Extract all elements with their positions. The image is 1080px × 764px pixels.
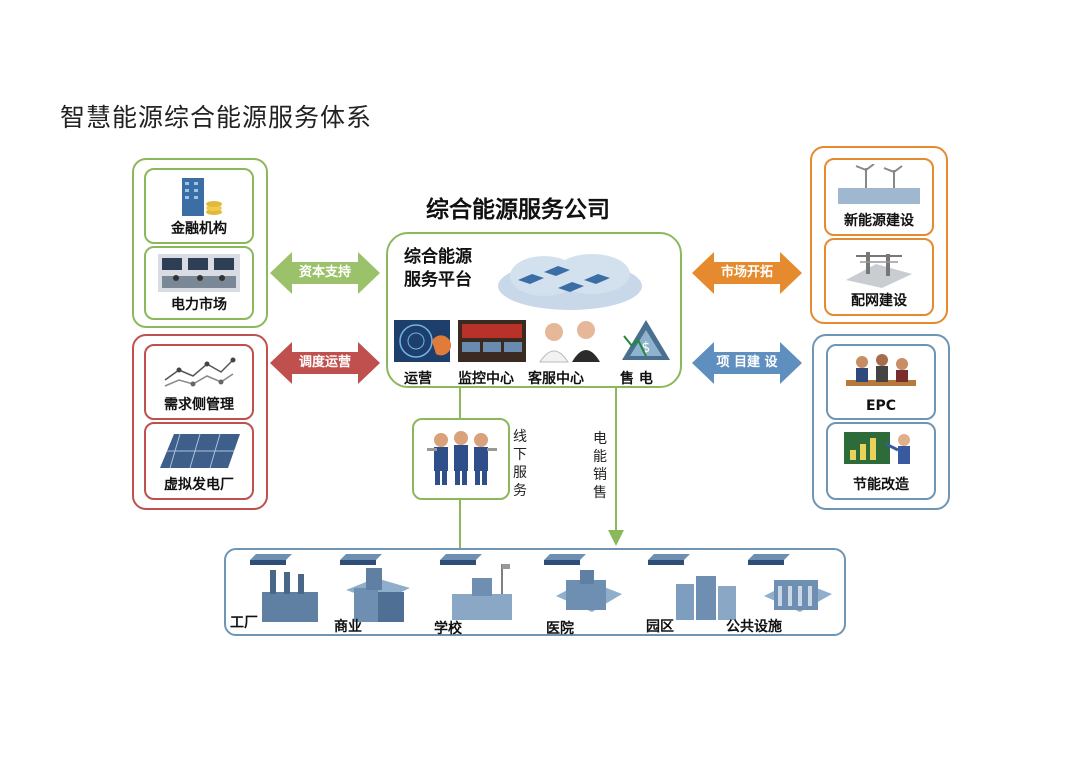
cloud-servers-icon — [498, 254, 642, 310]
card-label: 电力市场 — [171, 297, 227, 313]
arrow-label-capital-support: 资本支持 — [298, 265, 351, 280]
customer-buildings — [250, 554, 832, 622]
page-title: 智慧能源综合能源服务体系 — [60, 103, 373, 132]
arrow-label-project-construction: 项 目建 设 — [716, 355, 778, 370]
card-label: 金融机构 — [171, 221, 227, 237]
park-buildings-icon — [676, 576, 736, 620]
card-label: 新能源建设 — [844, 213, 914, 229]
bank-building-icon — [182, 178, 222, 216]
platform-item-operation[interactable]: 运营 — [404, 371, 432, 387]
platform-item-customer-service[interactable]: 客服中心 — [528, 371, 584, 387]
school-building-icon — [452, 564, 512, 620]
router-icon — [748, 554, 790, 565]
wind-solar-icon — [838, 164, 920, 204]
card-distribution-network-construction[interactable]: 配网建设 — [824, 238, 934, 316]
center-title: 综合能源服务公司 — [426, 197, 610, 223]
router-icon — [340, 554, 382, 565]
power-sales-label: 电能销售 — [593, 431, 607, 501]
substation-icon — [846, 252, 912, 288]
card-label: 需求侧管理 — [164, 397, 234, 413]
meeting-people-icon — [846, 354, 916, 386]
customer-label-public-facilities: 公共设施 — [726, 619, 782, 635]
offline-service-label: 线下服务 — [513, 429, 527, 499]
customer-service-icon — [539, 321, 600, 363]
card-label: EPC — [865, 398, 897, 414]
arrow-label-market-development: 市场开拓 — [720, 265, 773, 280]
card-energy-saving-retrofit[interactable]: 节能改造 — [826, 422, 936, 500]
monitoring-center-icon — [458, 320, 526, 362]
commercial-building-icon — [346, 568, 410, 622]
router-icon — [440, 554, 482, 565]
public-facility-icon — [764, 580, 832, 612]
card-label: 虚拟发电厂 — [164, 477, 234, 493]
card-label: 配网建设 — [851, 293, 907, 309]
router-icon — [250, 554, 292, 565]
card-epc[interactable]: EPC — [826, 344, 936, 420]
card-virtual-power-plant[interactable]: 虚拟发电厂 — [144, 422, 254, 500]
presentation-chart-icon — [844, 432, 910, 464]
arrow-project-construction — [692, 342, 802, 384]
customer-label-commercial: 商业 — [334, 619, 362, 635]
card-label: 节能改造 — [853, 477, 909, 493]
card-offline-service[interactable] — [412, 418, 510, 500]
arrow-label-dispatch-operation: 调度运营 — [298, 355, 351, 370]
arrow-market-development — [692, 252, 802, 294]
customer-label-school: 学校 — [434, 621, 462, 637]
factory-icon — [262, 570, 318, 622]
workers-icon — [427, 431, 497, 485]
arrow-capital-support — [270, 252, 380, 294]
router-icon — [544, 554, 586, 565]
customer-label-factory: 工厂 — [230, 615, 258, 631]
solar-panel-icon — [160, 433, 240, 469]
platform-title: 综合能源 服务平台 — [404, 247, 472, 290]
electricity-sales-icon: $ — [622, 320, 670, 360]
card-financial-institution[interactable]: 金融机构 — [144, 168, 254, 244]
customers-box — [224, 548, 846, 636]
network-graph-icon — [164, 357, 236, 387]
arrow-dispatch-operation — [270, 342, 380, 384]
svg-text:$: $ — [642, 340, 651, 356]
customer-label-park: 园区 — [646, 619, 674, 635]
card-new-energy-construction[interactable]: 新能源建设 — [824, 158, 934, 236]
hospital-building-icon — [556, 570, 622, 612]
card-demand-side-management[interactable]: 需求侧管理 — [144, 344, 254, 420]
operations-radar-icon — [394, 320, 452, 362]
trading-floor-icon — [158, 254, 240, 292]
platform-item-electricity-sales[interactable]: 售 电 — [620, 371, 653, 387]
router-icon — [648, 554, 690, 565]
customer-label-hospital: 医院 — [546, 621, 574, 637]
platform-item-monitoring-center[interactable]: 监控中心 — [458, 371, 514, 387]
card-power-market[interactable]: 电力市场 — [144, 246, 254, 320]
